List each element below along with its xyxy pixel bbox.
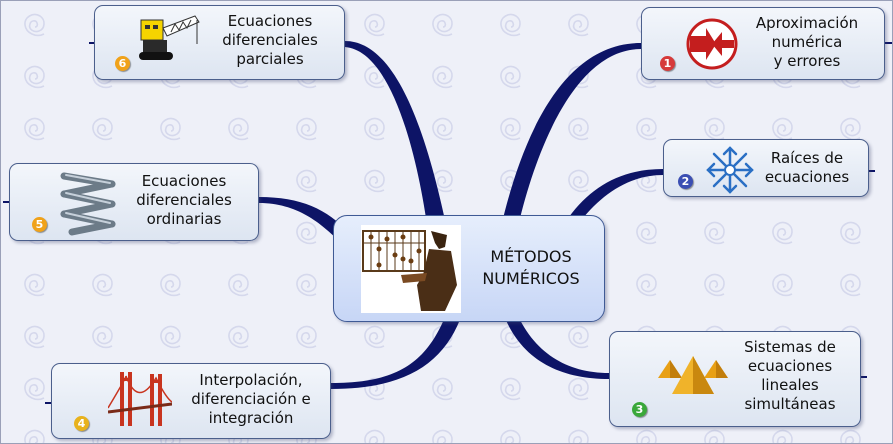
snowflake-arrows-icon (706, 146, 754, 194)
convergence-arrows-icon (686, 18, 738, 70)
central-topic-title: MÉTODOS NUMÉRICOS (482, 247, 580, 288)
topic-number-badge: 2 (678, 174, 693, 189)
topic-label: Sistemas de ecuaciones lineales simultán… (744, 338, 836, 413)
topic-number-badge: 5 (32, 217, 47, 232)
branch-to-topic-6 (345, 41, 449, 239)
topic-node-6[interactable]: 6 Ecuaciones diferenciales parciales (94, 5, 345, 80)
topic-node-5[interactable]: 5 Ecuaciones diferenciales ordinarias (9, 163, 259, 241)
topic-node-3[interactable]: 3 Sistemas de ecuaciones lineales simult… (609, 331, 861, 427)
branch-to-topic-1 (501, 43, 641, 231)
topic-label: Raíces de ecuaciones (764, 149, 850, 186)
crane-robot-icon (139, 15, 200, 60)
topic-node-4[interactable]: 4 Interpolación, diferenciación e integr… (51, 363, 331, 439)
topic-node-1[interactable]: 1 Aproximación numérica y errores (641, 7, 885, 80)
topic-number-badge: 6 (115, 56, 130, 71)
abacus-scholar-picture (361, 225, 461, 313)
topic-label: Interpolación, diferenciación e integrac… (191, 371, 311, 427)
central-topic-node[interactable]: MÉTODOS NUMÉRICOS (333, 215, 605, 322)
topic-label: Aproximación numérica y errores (755, 14, 859, 70)
topic-number-badge: 4 (74, 416, 89, 431)
bridge-icon (108, 372, 172, 426)
pyramids-icon (658, 356, 728, 394)
topic-label: Ecuaciones diferenciales parciales (222, 12, 318, 68)
topic-label: Ecuaciones diferenciales ordinarias (136, 172, 232, 228)
topic-number-badge: 3 (632, 402, 647, 417)
spring-icon (60, 172, 116, 236)
topic-number-badge: 1 (660, 56, 675, 71)
topic-node-2[interactable]: 2 Raíces de ecuaciones (663, 139, 869, 197)
